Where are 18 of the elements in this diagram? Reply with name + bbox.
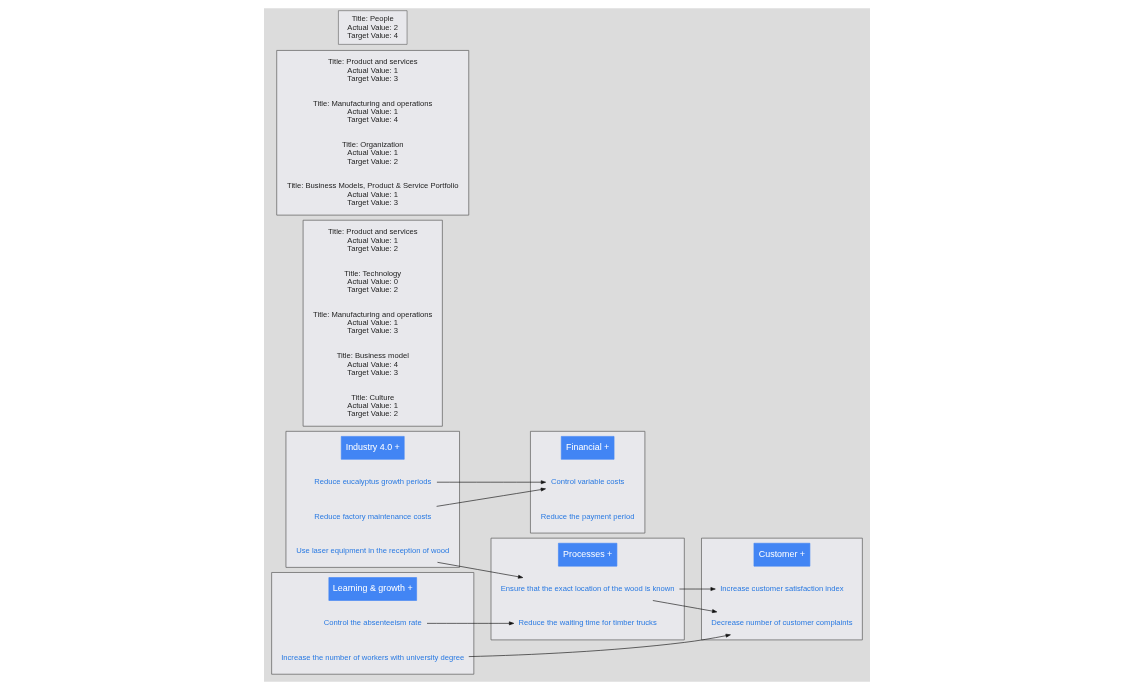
node-box: Financial + [560, 436, 614, 460]
arrow [426, 621, 514, 626]
cluster [490, 537, 685, 641]
cluster [529, 430, 645, 534]
arrow [652, 600, 717, 613]
cluster [270, 572, 474, 675]
node-box: Learning & growth + [328, 577, 417, 601]
cluster [275, 50, 469, 216]
cluster [285, 430, 460, 568]
node-box: Processes + [557, 542, 617, 567]
arrow [467, 633, 731, 657]
arrow [436, 480, 546, 485]
node-box: Customer + [753, 542, 810, 567]
arrow [678, 587, 716, 591]
node-box: Industry 4.0 + [340, 436, 405, 460]
cluster [302, 219, 443, 427]
arrow [436, 562, 523, 579]
arrow [435, 487, 546, 507]
